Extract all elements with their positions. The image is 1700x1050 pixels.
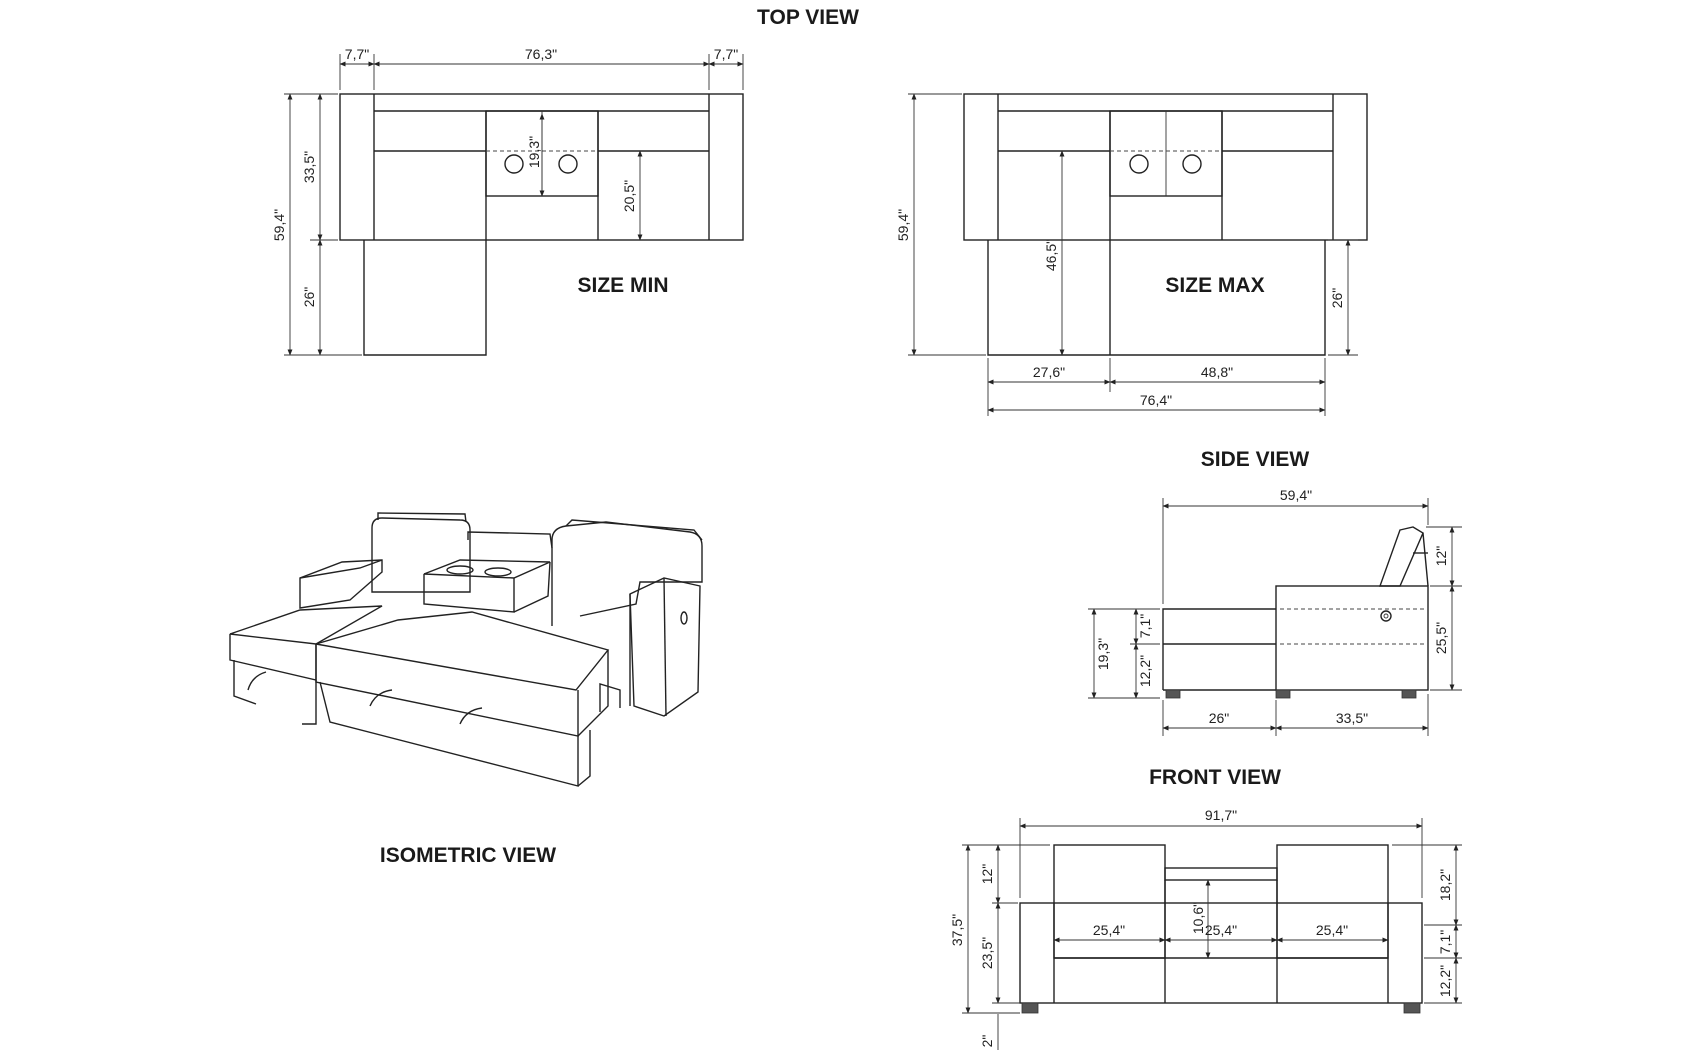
- front-view: 91,7" 37,5" 12" 23,5" 2" 10,6" 25,4" 25,…: [949, 807, 1462, 1050]
- front-cushion-right-label: 7,1": [1437, 930, 1453, 954]
- front-seat-1-label: 25,4": [1093, 922, 1125, 938]
- min-total-depth-label: 59,4": [271, 209, 287, 241]
- max-ext-depth-label: 26": [1329, 288, 1345, 309]
- min-console-label: 19,3": [526, 136, 542, 168]
- isometric-view-title: ISOMETRIC VIEW: [380, 844, 556, 867]
- side-base-label: 12,2": [1137, 655, 1153, 687]
- side-view: 59,4" 12" 25,5" 19,3" 7,1" 12,2" 26" 33,…: [1088, 487, 1462, 736]
- side-seat-depth-label: 33,5": [1336, 710, 1368, 726]
- max-total-width-label: 76,4": [1140, 392, 1172, 408]
- isometric-sofa-illustration: [229, 512, 703, 787]
- top-view-title: TOP VIEW: [757, 6, 859, 29]
- front-back-top-label: 12": [979, 864, 995, 885]
- min-center-width-label: 76,3": [525, 46, 557, 62]
- max-total-depth-label: 59,4": [895, 209, 911, 241]
- front-leg-label: 2": [979, 1035, 995, 1048]
- front-total-height-label: 37,5": [949, 914, 965, 946]
- min-seat-depth-label: 33,5": [301, 151, 317, 183]
- side-chaise-depth-label: 26": [1209, 710, 1230, 726]
- side-view-title: SIDE VIEW: [1201, 448, 1310, 471]
- side-back-top-label: 12": [1433, 546, 1449, 567]
- side-total-depth-label: 59,4": [1280, 487, 1312, 503]
- front-back-right-label: 18,2": [1437, 869, 1453, 901]
- top-view-size-max: 59,4" 46,5" 26" 27,6" 48,8" 76,4": [895, 93, 1368, 416]
- front-view-title: FRONT VIEW: [1149, 766, 1281, 789]
- front-seat-2-label: 25,4": [1205, 922, 1237, 938]
- size-min-title: SIZE MIN: [577, 274, 668, 297]
- min-cushion-label: 20,5": [621, 180, 637, 212]
- size-max-title: SIZE MAX: [1165, 274, 1264, 297]
- min-chaise-ext-label: 26": [301, 287, 317, 308]
- front-total-width-label: 91,7": [1205, 807, 1237, 823]
- side-front-height-label: 19,3": [1095, 638, 1111, 670]
- front-base-right-label: 12,2": [1437, 965, 1453, 997]
- front-seat-3-label: 25,4": [1316, 922, 1348, 938]
- side-cushion-label: 7,1": [1137, 614, 1153, 638]
- max-right-width-label: 48,8": [1201, 364, 1233, 380]
- front-console-label: 10,6": [1190, 902, 1206, 934]
- min-arm-right-label: 7,7": [714, 46, 738, 62]
- min-arm-left-label: 7,7": [345, 46, 369, 62]
- max-left-width-label: 27,6": [1033, 364, 1065, 380]
- side-back-height-label: 25,5": [1433, 622, 1449, 654]
- front-body-height-label: 23,5": [979, 937, 995, 969]
- max-bed-depth-label: 46,5": [1043, 239, 1059, 271]
- top-view-size-min: 7,7" 76,3" 7,7" 59,4" 33,5" 26" 19,3" 20…: [271, 46, 744, 356]
